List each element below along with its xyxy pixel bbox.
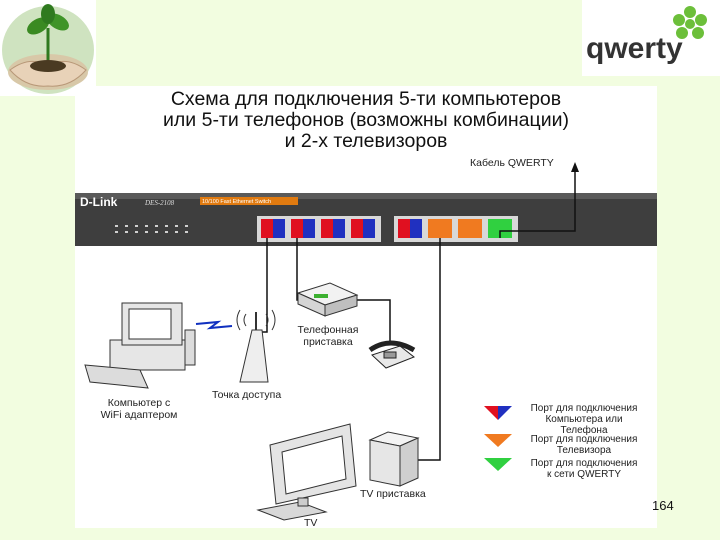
wifi-computer-label: Компьютер с WiFi адаптером — [93, 397, 185, 421]
phone-box-label: Телефонная приставка — [292, 324, 364, 348]
switch-leds — [115, 225, 188, 233]
legend-line: Телефона — [560, 425, 608, 436]
legend-item-computer-phone: Порт для подключения Компьютера или Теле… — [516, 403, 652, 436]
legend-line: Порт для подключения — [530, 458, 638, 469]
logo-plant-hands — [0, 0, 96, 96]
cable-arrow-up — [571, 162, 579, 172]
tv-box — [368, 431, 420, 487]
port-3 — [321, 219, 345, 238]
switch-brand: D-Link — [80, 195, 118, 209]
legend-line: Телевизора — [556, 445, 612, 456]
wifi-link — [195, 320, 233, 330]
switch-model: DES-2108 — [144, 199, 175, 207]
phone-box-label-line: Телефонная — [297, 324, 359, 336]
cables — [262, 168, 576, 461]
title-line: Схема для подключения 5-ти компьютеров — [170, 88, 562, 110]
port-7 — [458, 219, 482, 238]
cable-label: Кабель QWERTY — [470, 157, 554, 169]
network-switch: 10/100 Fast Ethernet Switch D-Link DES-2… — [75, 193, 657, 246]
switch-badge: 10/100 Fast Ethernet Switch — [202, 199, 271, 205]
port-2 — [291, 219, 315, 238]
phone-box-label-line: приставка — [303, 336, 353, 348]
telephone-icon — [368, 340, 416, 369]
legend-item-tv: Порт для подключения Телевизора — [516, 434, 652, 456]
legend-line: к сети QWERTY — [546, 469, 622, 480]
page-number: 164 — [652, 498, 674, 513]
legend-item-qwerty: Порт для подключения к сети QWERTY — [516, 458, 652, 480]
legend-line: Компьютера или — [545, 414, 623, 425]
access-point-label: Точка доступа — [212, 389, 282, 401]
port-5 — [398, 219, 422, 238]
tv-label: TV — [304, 517, 318, 529]
tv-box-label: TV приставка — [360, 488, 426, 500]
diagram-title: Схема для подключения 5-ти компьютеров и… — [96, 89, 636, 152]
access-point — [236, 309, 276, 383]
tv-icon — [256, 423, 357, 521]
wifi-computer-label-line: Компьютер с — [107, 397, 171, 409]
title-line: или 5-ти телефонов (возможны комбинации) — [163, 109, 569, 131]
title-line: и 2-х телевизоров — [284, 130, 448, 152]
port-1 — [261, 219, 285, 238]
port-4 — [351, 219, 375, 238]
port-8 — [488, 219, 512, 238]
legend-swatches — [484, 406, 512, 471]
port-6 — [428, 219, 452, 238]
phone-box — [296, 282, 359, 317]
qwerty-logo: qwerty — [582, 0, 720, 76]
wifi-computer — [84, 302, 196, 389]
svg-text:qwerty: qwerty — [586, 32, 683, 65]
wifi-computer-label-line: WiFi адаптером — [100, 409, 178, 421]
legend-line: Порт для подключения — [530, 434, 638, 445]
legend-line: Порт для подключения — [530, 403, 638, 414]
